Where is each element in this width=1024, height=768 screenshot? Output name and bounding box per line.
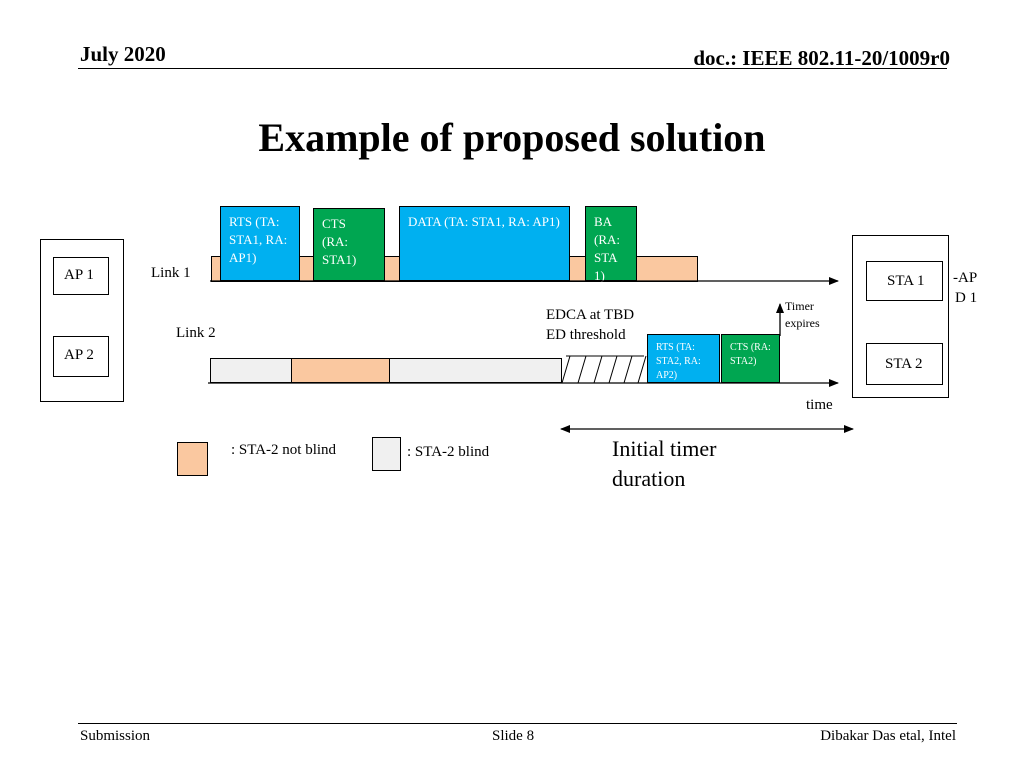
right-device-box [852,235,949,398]
legend-blind-label: : STA-2 blind [407,444,490,460]
legend-not-blind-label: : STA-2 not blind [231,442,337,458]
sta2-label: STA 2 [885,356,923,372]
cts-frame-link2: CTS (RA: STA2) [721,334,780,383]
sta1-box: STA 1 [866,261,943,301]
timer-label-line2: expires [785,316,820,330]
edca-label-line1: EDCA at TBD [546,307,635,323]
header-rule [78,68,947,69]
time-label: time [806,397,833,413]
link1-label: Link 1 [151,265,191,281]
rts-frame-link1-label: RTS (TA: STA1, RA: AP1) [229,214,288,265]
header-doc-id: doc.: IEEE 802.11-20/1009r0 [693,46,950,70]
data-frame-link1-label: DATA (TA: STA1, RA: AP1) [408,214,560,229]
timer-label-line1: Timer [785,299,814,313]
sta1-label: STA 1 [887,273,925,289]
initial-timer-line1: Initial timer [612,436,717,461]
edca-hatch-3 [593,355,603,384]
edca-label-line2: ED threshold [546,327,626,343]
sta2-box: STA 2 [866,343,943,385]
footer-rule [78,723,957,724]
edca-hatch-5 [623,355,633,384]
overflow-label-line2: D 1 [955,290,978,306]
overflow-label-line1: -AP [953,270,978,286]
ap2-label: AP 2 [64,347,94,363]
header-date: July 2020 [80,42,166,66]
link2-label: Link 2 [176,325,216,341]
footer-center: Slide 8 [492,728,535,744]
edca-hatch-4 [608,355,618,384]
footer-right: Dibakar Das etal, Intel [820,728,956,744]
edca-hatch-1 [561,355,571,384]
data-frame-link1: DATA (TA: STA1, RA: AP1) [399,206,570,281]
ap1-box: AP 1 [53,257,109,295]
ap1-label: AP 1 [64,267,94,283]
edca-hatch-6 [637,355,647,384]
legend-blind-swatch [372,437,401,471]
left-device-box [40,239,124,402]
ap2-box: AP 2 [53,336,109,377]
cts-frame-link1-label: CTS (RA: STA1) [322,216,357,267]
rts-frame-link2: RTS (TA: STA2, RA: AP2) [647,334,720,383]
footer-left: Submission [80,728,151,744]
ba-frame-link1-label: BA (RA: STA 1) [594,214,620,283]
rts-frame-link2-label: RTS (TA: STA2, RA: AP2) [656,342,701,381]
edca-hatch-2 [577,355,587,384]
cts-frame-link2-label: CTS (RA: STA2) [730,342,771,367]
cts-frame-link1: CTS (RA: STA1) [313,208,385,281]
legend-not-blind-swatch [177,442,208,476]
link2-not-blind-segment [291,358,390,383]
page-title: Example of proposed solution [258,115,766,160]
initial-timer-line2: duration [612,466,686,491]
ba-frame-link1: BA (RA: STA 1) [585,206,637,283]
